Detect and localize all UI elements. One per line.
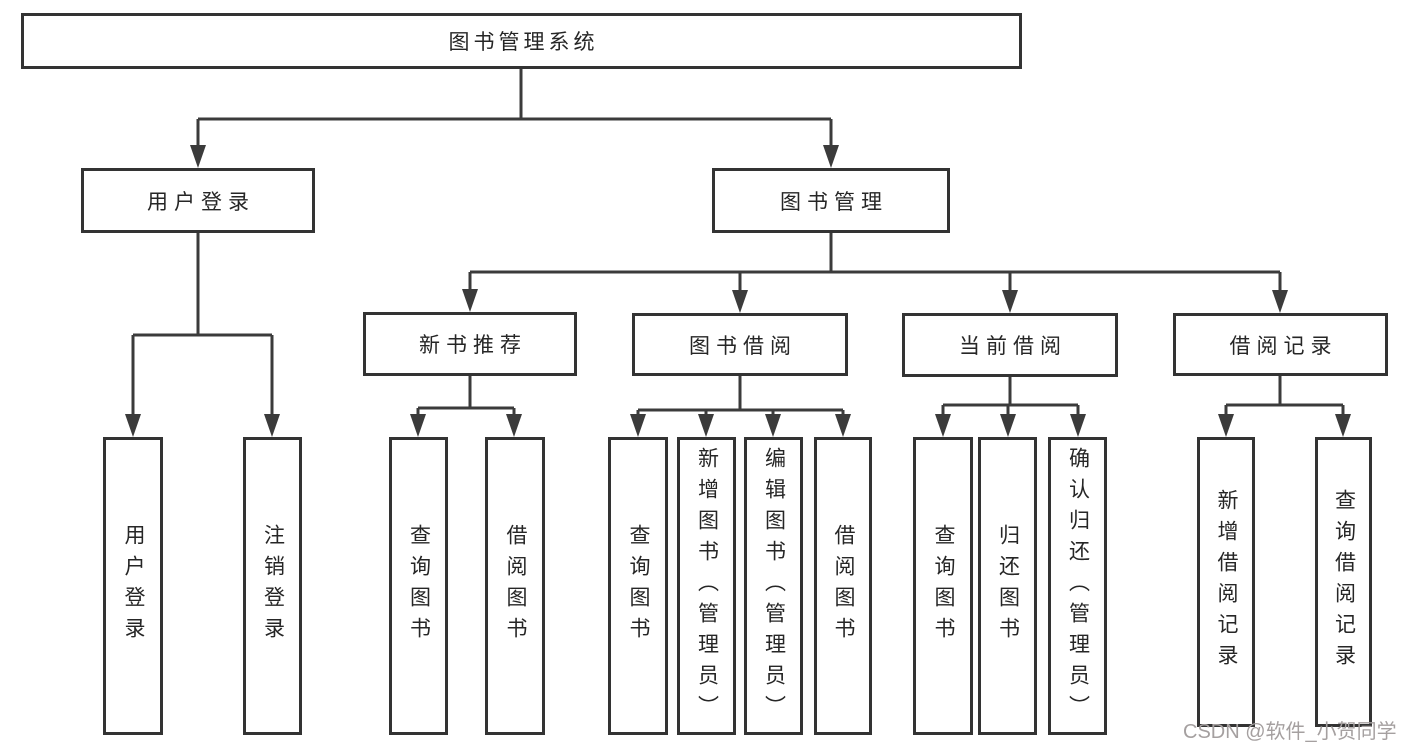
connector-bookmgmt-to-level3 [468,233,1282,293]
arrow-to-leaf-query-books-current [935,414,951,437]
node-borrowing-records-label: 借阅记录 [1229,334,1338,358]
csdn-watermark: CSDN @软件_小贺同学 [1183,721,1397,743]
leaf-logout-label: 注销登录 [261,524,285,648]
leaf-user-login-label: 用户登录 [122,524,146,648]
arrow-to-leaf-query-books-recommend [410,414,426,437]
node-current-borrowing-label: 当前借阅 [959,335,1067,358]
arrow-to-leaf-user-login [125,414,141,437]
arrow-to-leaf-confirm-return [1070,414,1086,437]
arrow-to-leaf-logout [264,414,280,437]
leaf-borrow-books-borrowing: 借阅图书 [814,437,872,735]
leaf-query-books-recommend-label: 查询图书 [407,524,431,648]
node-user-login-label: 用户登录 [147,190,255,214]
leaf-edit-books-admin: 编辑图书（管理员） [744,437,803,735]
leaf-query-borrow-record: 查询借阅记录 [1315,437,1372,727]
node-book-borrowing: 图书借阅 [632,313,848,376]
leaf-borrow-books-recommend: 借阅图书 [485,437,545,735]
arrow-to-leaf-add-books [698,414,714,437]
leaf-add-borrow-record: 新增借阅记录 [1197,437,1255,727]
arrow-to-leaf-return-books [1000,414,1016,437]
node-root-label: 图书管理系统 [448,31,599,54]
node-book-borrowing-label: 图书借阅 [689,334,797,358]
node-current-borrowing: 当前借阅 [902,313,1118,377]
arrow-to-leaf-edit-books [765,414,781,437]
arrow-to-leaf-borrow-books-recommend [506,414,522,437]
node-borrowing-records: 借阅记录 [1173,313,1388,376]
leaf-query-books-current-label: 查询图书 [932,524,956,648]
connector-records-to-leaves [1224,376,1345,418]
arrow-to-current-borrowing [1002,290,1018,313]
node-new-book-recommend-label: 新书推荐 [419,334,527,357]
leaf-confirm-return-admin-label: 确认归还（管理员） [1066,446,1090,726]
arrow-to-user-login [190,145,206,168]
connector-recommend-to-leaves [416,376,516,418]
arrow-to-borrowing-records [1272,290,1288,313]
node-root: 图书管理系统 [21,13,1022,69]
node-user-login: 用户登录 [81,168,315,233]
leaf-add-books-admin: 新增图书（管理员） [677,437,736,735]
arrow-to-leaf-borrow-books-borrowing [835,414,851,437]
arrow-to-book-borrowing [732,290,748,313]
leaf-add-books-admin-label: 新增图书（管理员） [695,446,719,726]
leaf-borrow-books-borrowing-label: 借阅图书 [832,524,856,648]
arrow-to-leaf-query-books-borrowing [630,414,646,437]
node-book-management-label: 图书管理 [780,190,888,214]
leaf-query-books-borrowing: 查询图书 [608,437,668,735]
arrow-to-leaf-query-borrow-record [1335,414,1351,437]
leaf-add-borrow-record-label: 新增借阅记录 [1215,489,1239,675]
leaf-query-books-borrowing-label: 查询图书 [627,524,651,648]
arrow-to-book-management [823,145,839,168]
leaf-return-books-label: 归还图书 [996,524,1020,648]
leaf-query-books-current: 查询图书 [913,437,973,735]
node-new-book-recommend: 新书推荐 [363,312,577,376]
leaf-edit-books-admin-label: 编辑图书（管理员） [762,446,786,726]
leaf-logout: 注销登录 [243,437,302,735]
connector-root-to-level2 [196,69,833,150]
node-book-management: 图书管理 [712,168,950,233]
leaf-query-books-recommend: 查询图书 [389,437,448,735]
arrow-to-new-book-recommend [462,289,478,312]
arrow-to-leaf-add-borrow-record [1218,414,1234,437]
leaf-borrow-books-recommend-label: 借阅图书 [504,524,528,648]
connector-current-to-leaves [941,377,1080,418]
leaf-query-borrow-record-label: 查询借阅记录 [1332,489,1356,675]
leaf-user-login: 用户登录 [103,437,163,735]
leaf-confirm-return-admin: 确认归还（管理员） [1048,437,1107,735]
connector-userlogin-to-leaves [131,233,274,418]
connector-borrowing-to-leaves [636,376,845,418]
leaf-return-books: 归还图书 [978,437,1037,735]
